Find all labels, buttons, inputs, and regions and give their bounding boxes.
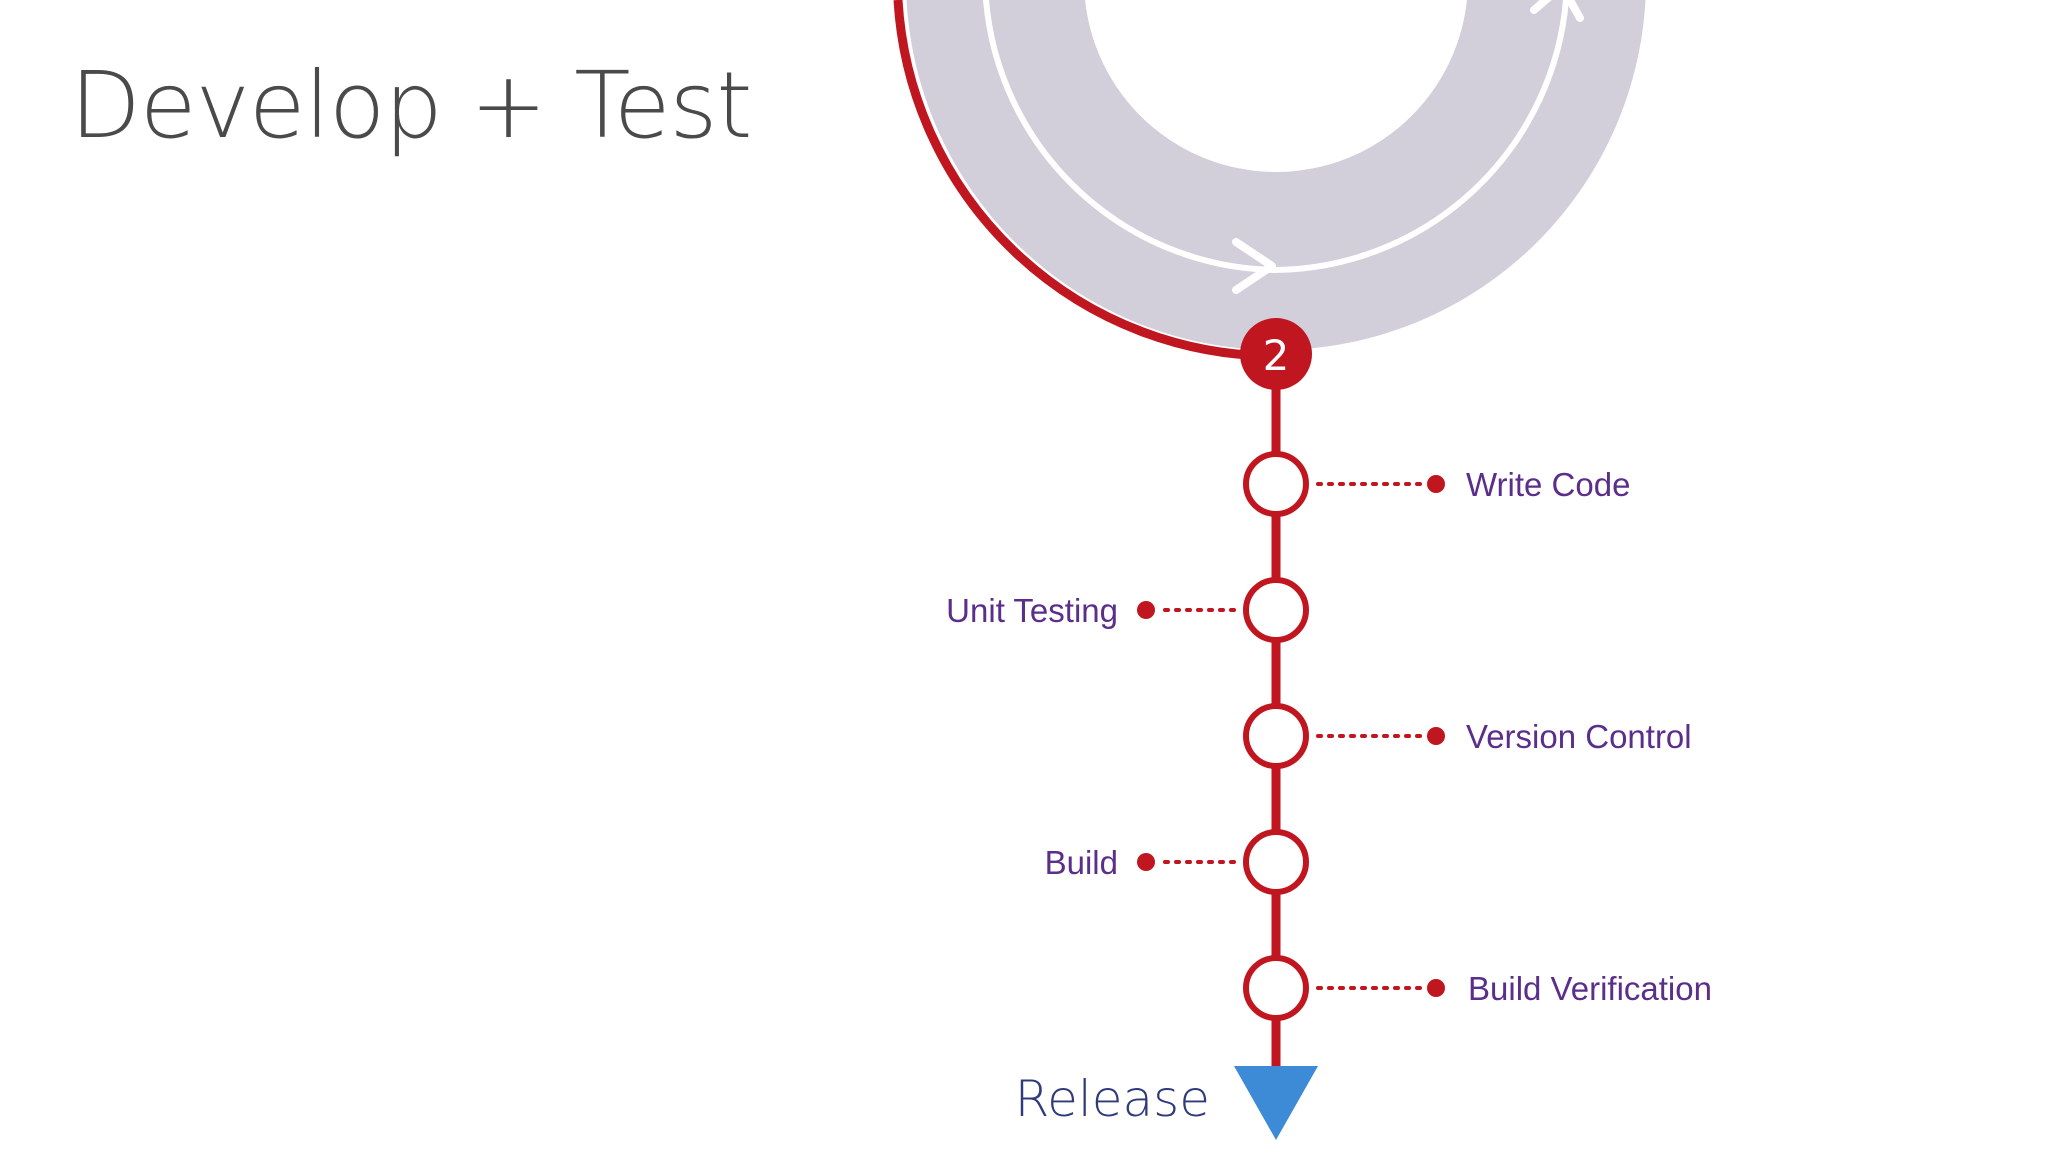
cycle-arrow-path — [983, 0, 1569, 274]
step-node — [1243, 703, 1309, 769]
slide-title: Develop + Test — [70, 52, 752, 159]
release-end: Release — [1015, 1066, 1318, 1140]
step-node — [1243, 955, 1309, 1021]
cycle-ring — [893, 0, 1646, 361]
step-node — [1243, 829, 1309, 895]
release-label: Release — [1015, 1070, 1210, 1128]
step-label: Unit Testing — [946, 592, 1118, 629]
step-write-code: Write Code — [1243, 451, 1630, 517]
step-connector-dot — [1137, 601, 1155, 619]
step-label: Build Verification — [1468, 970, 1712, 1007]
stage-number: 2 — [1263, 331, 1290, 380]
cycle-ring-band — [906, 0, 1646, 350]
step-connector-dot — [1427, 475, 1445, 493]
step-build-verification: Build Verification — [1243, 955, 1712, 1021]
step-connector-dot — [1427, 979, 1445, 997]
step-label: Write Code — [1466, 466, 1630, 503]
cycle-arrowhead-bottom-icon — [1232, 238, 1276, 294]
step-node — [1243, 451, 1309, 517]
cycle-arrowhead-right-icon — [1530, 0, 1584, 22]
step-version-control: Version Control — [1243, 703, 1692, 769]
step-connector-dot — [1137, 853, 1155, 871]
step-node — [1243, 577, 1309, 643]
step-label: Version Control — [1466, 718, 1692, 755]
stage-badge-circle — [1240, 318, 1312, 390]
step-unit-testing: Unit Testing — [946, 577, 1309, 643]
cycle-ring-red-edge — [893, 0, 1277, 361]
step-build: Build — [1045, 829, 1309, 895]
step-connector-dot — [1427, 727, 1445, 745]
step-label: Build — [1045, 844, 1118, 881]
release-arrow-icon — [1234, 1066, 1318, 1140]
stage-badge: 2 — [1240, 318, 1312, 390]
